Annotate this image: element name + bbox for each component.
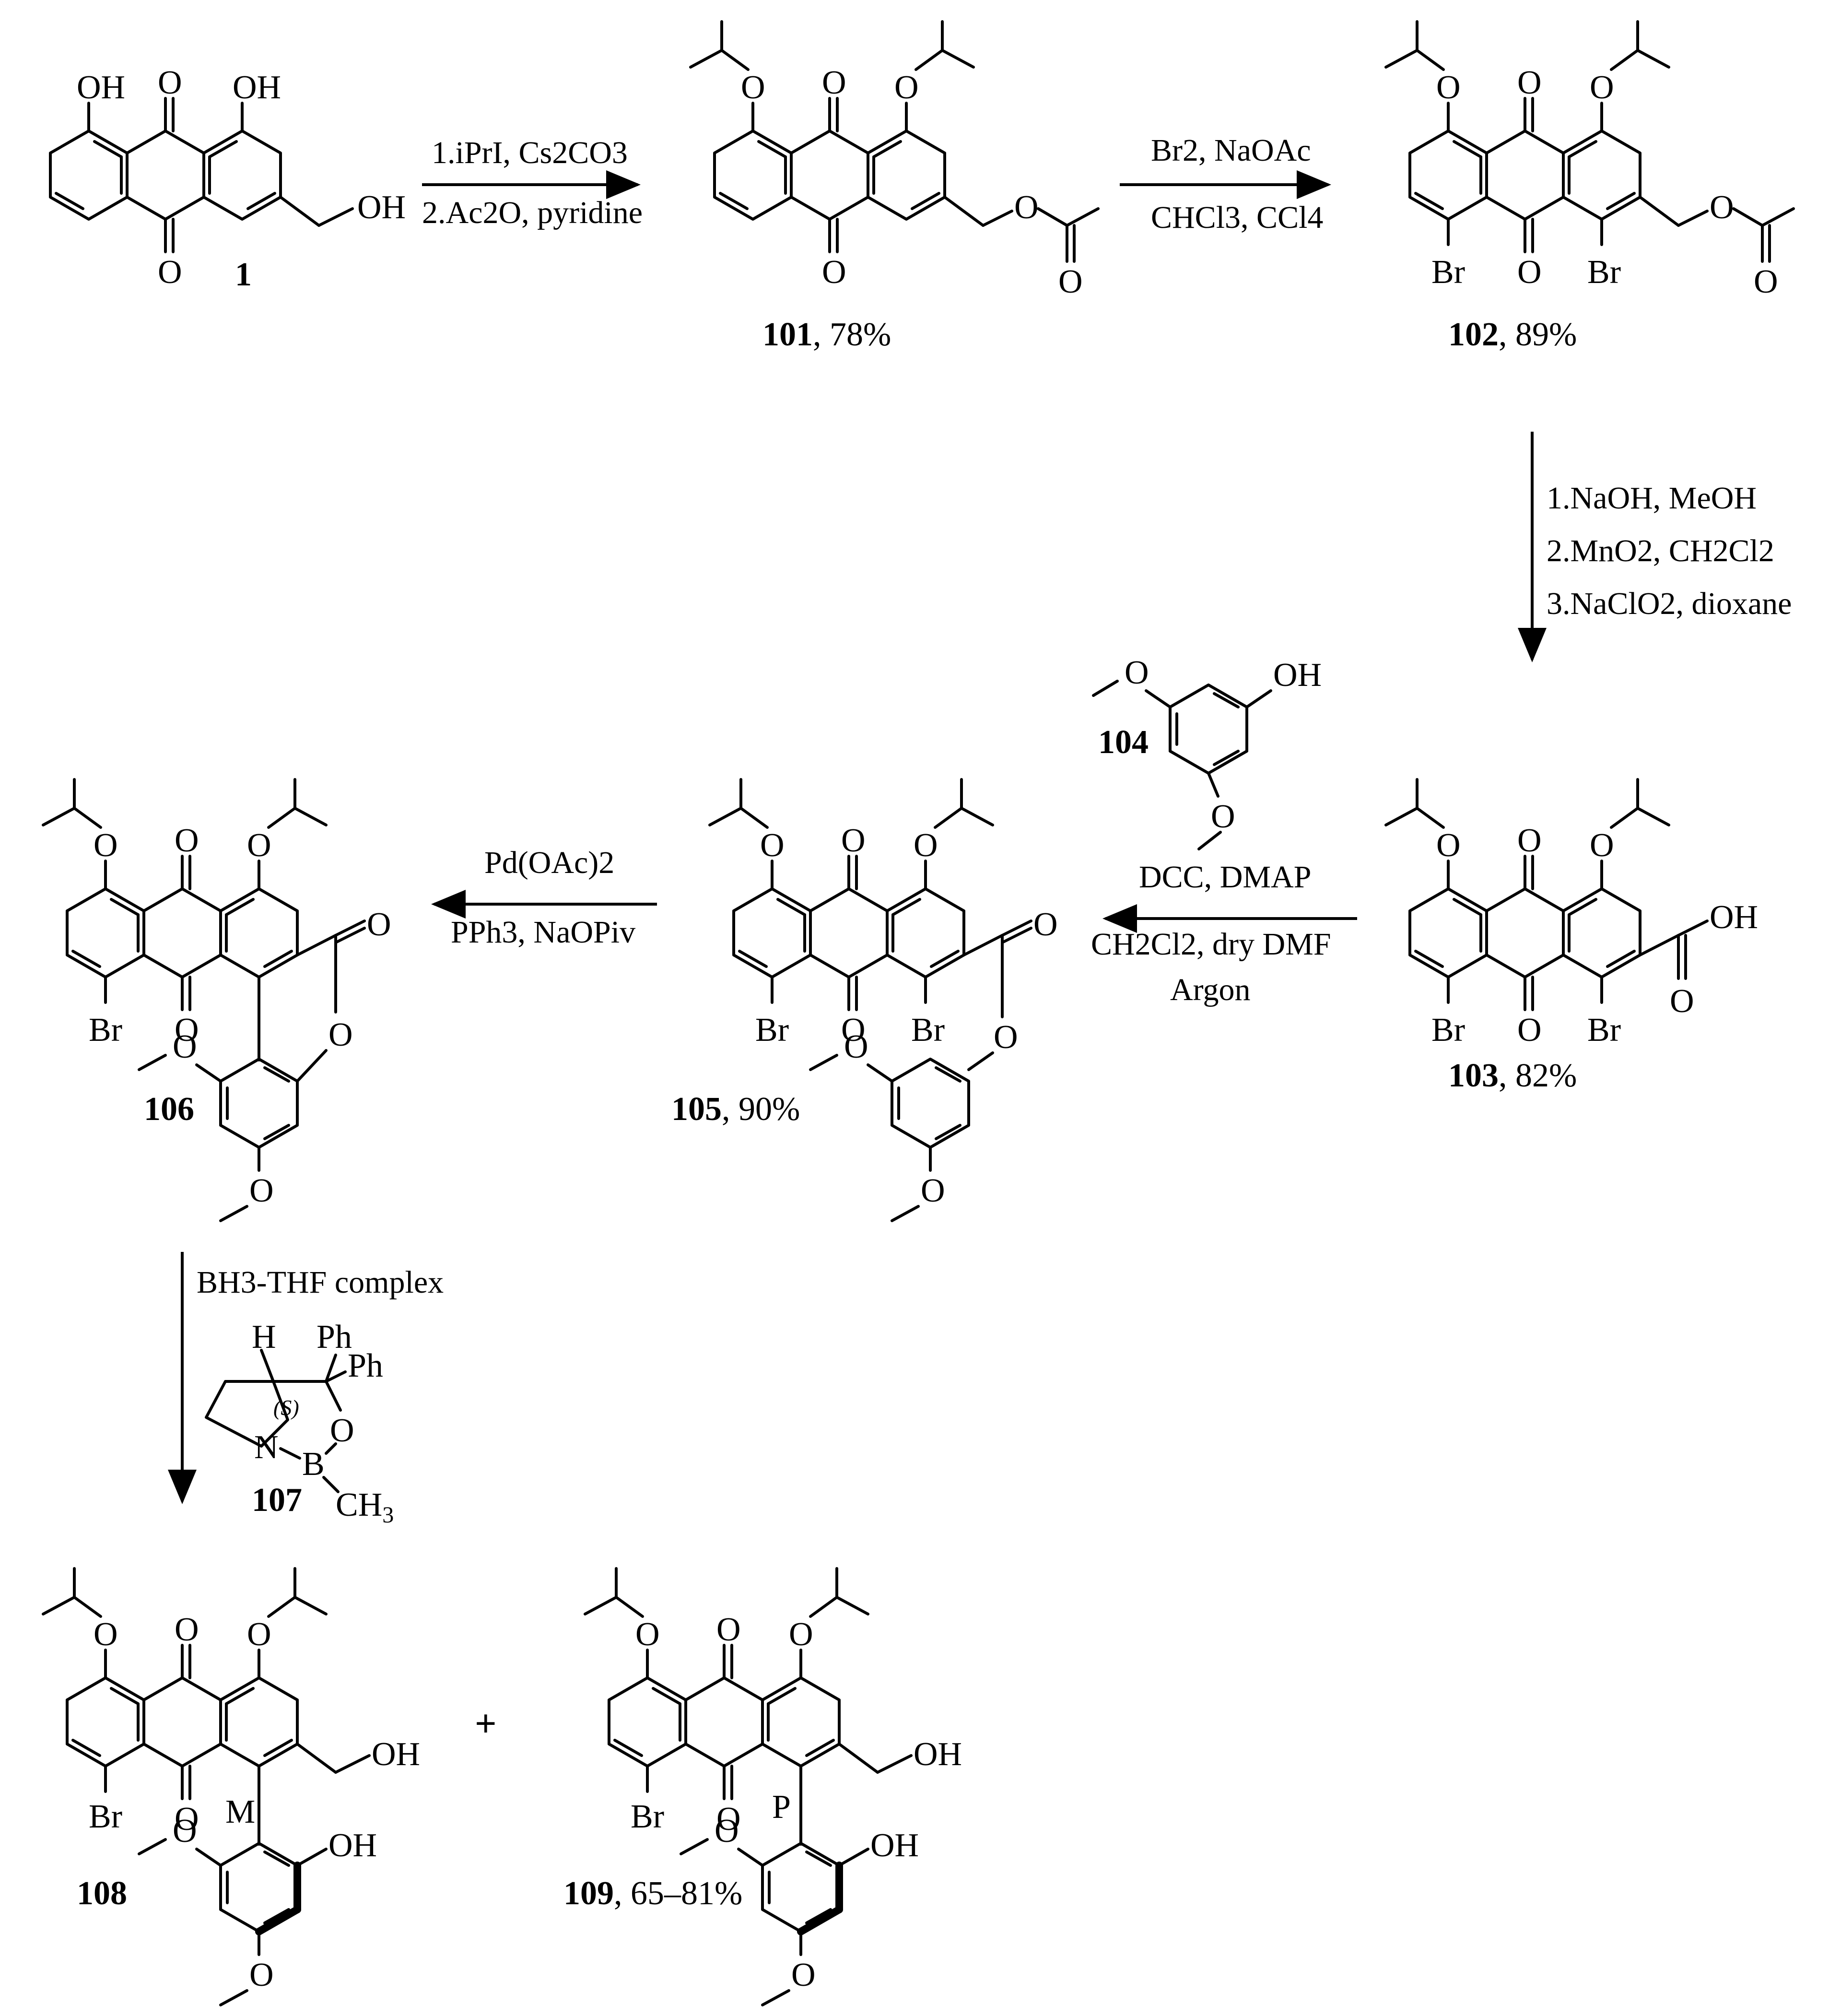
c105-br2: Br — [911, 1012, 945, 1049]
c107-b: B — [302, 1446, 325, 1483]
c103-label: 103, 82% — [1448, 1057, 1577, 1094]
c104-oh: OH — [1273, 657, 1322, 694]
c109-oh2: OH — [870, 1827, 919, 1864]
c106-number: 106 — [144, 1091, 194, 1128]
step2-line2: CHCl3, CCl4 — [1151, 200, 1323, 235]
svg-text:O: O — [994, 1019, 1018, 1056]
c109-oh1: OH — [914, 1736, 962, 1773]
c108-br: Br — [89, 1798, 122, 1835]
svg-text:O: O — [1710, 189, 1734, 226]
c109-br: Br — [631, 1798, 664, 1835]
c107-s: (S) — [273, 1395, 299, 1420]
c108-oh2: OH — [328, 1827, 377, 1864]
c103-oh: OH — [1710, 899, 1758, 936]
svg-text:O: O — [1033, 906, 1058, 943]
svg-text:O: O — [328, 1016, 353, 1053]
compound-101: O O 101, 78% — [691, 22, 1100, 353]
c103-br2: Br — [1587, 1012, 1621, 1049]
c101-label: 101, 78% — [762, 316, 891, 353]
svg-text:O: O — [173, 1813, 197, 1850]
c108-number: 108 — [77, 1875, 127, 1912]
catalyst-107: H Ph Ph O N B CH3 (S) 107 — [205, 1319, 394, 1528]
step5-line2: PPh3, NaOPiv — [451, 915, 635, 950]
c102-label: 102, 89% — [1448, 316, 1577, 353]
c103-br1: Br — [1431, 1012, 1465, 1049]
compound-104: O OH O 104 — [1092, 654, 1322, 850]
step3-line1: 1.NaOH, MeOH — [1547, 481, 1757, 516]
c107-ch3: CH3 — [336, 1486, 394, 1528]
step1-line1: 1.iPrI, Cs2CO3 — [432, 135, 628, 170]
step6-line1: BH3-THF complex — [197, 1265, 444, 1300]
compound-108: Br OH M OH O O 108 — [43, 1568, 420, 2006]
c102-br1: Br — [1431, 254, 1465, 291]
step4-line2: CH2Cl2, dry DMF — [1091, 927, 1331, 962]
c1-oh-right: OH — [233, 69, 281, 106]
step4-line1: DCC, DMAP — [1139, 860, 1311, 895]
step3-line3: 3.NaClO2, dioxane — [1547, 586, 1792, 621]
c1-number: 1 — [235, 256, 252, 293]
plus-sign: + — [475, 1703, 497, 1745]
svg-text:O: O — [1211, 798, 1235, 835]
c107-h: H — [252, 1319, 276, 1356]
c107-ph2: Ph — [348, 1347, 383, 1384]
compound-105: Br Br O O O O 105, 90% — [671, 779, 1058, 1222]
svg-text:O: O — [1670, 983, 1694, 1020]
svg-text:O: O — [1125, 654, 1149, 691]
compound-106: Br O O O O 106 — [43, 779, 391, 1222]
compound-103: Br Br OH O 103, 82% — [1386, 779, 1758, 1094]
svg-text:O: O — [249, 1172, 274, 1209]
c1-oh-side: OH — [357, 189, 406, 226]
svg-text:O: O — [921, 1172, 945, 1209]
c106-br: Br — [89, 1012, 122, 1049]
c105-br1: Br — [755, 1012, 789, 1049]
svg-text:O: O — [1754, 263, 1778, 300]
compound-1: OH OH OH 1 — [50, 64, 406, 293]
compound-109: Br OH P OH O O 109, 65–81% — [563, 1568, 962, 2006]
c102-br2: Br — [1587, 254, 1621, 291]
c1-oh-left: OH — [77, 69, 125, 106]
svg-text:O: O — [1014, 189, 1039, 226]
svg-text:O: O — [844, 1028, 868, 1065]
c107-number: 107 — [252, 1482, 302, 1519]
step1-line2: 2.Ac2O, pyridine — [422, 195, 643, 230]
c107-o: O — [330, 1412, 354, 1449]
svg-text:O: O — [367, 906, 391, 943]
step3-line2: 2.MnO2, CH2Cl2 — [1547, 533, 1774, 568]
c107-n: N — [254, 1429, 279, 1466]
c109-label: 109, 65–81% — [563, 1875, 742, 1912]
step2-line1: Br2, NaOAc — [1151, 133, 1311, 168]
svg-text:O: O — [1058, 263, 1083, 300]
c108-oh1: OH — [372, 1736, 420, 1773]
svg-text:O: O — [249, 1957, 274, 1993]
svg-text:O: O — [173, 1028, 197, 1065]
c104-number: 104 — [1098, 724, 1149, 761]
step5-line1: Pd(OAc)2 — [484, 845, 614, 880]
c107-ph1: Ph — [317, 1319, 352, 1356]
c108-axial: M — [225, 1793, 255, 1830]
svg-text:O: O — [715, 1813, 739, 1850]
step4-line3: Argon — [1170, 972, 1250, 1007]
c105-label: 105, 90% — [671, 1091, 800, 1128]
compound-102: Br Br O O 102, 89% — [1386, 22, 1795, 353]
c109-axial: P — [772, 1789, 791, 1826]
svg-text:O: O — [791, 1957, 816, 1993]
